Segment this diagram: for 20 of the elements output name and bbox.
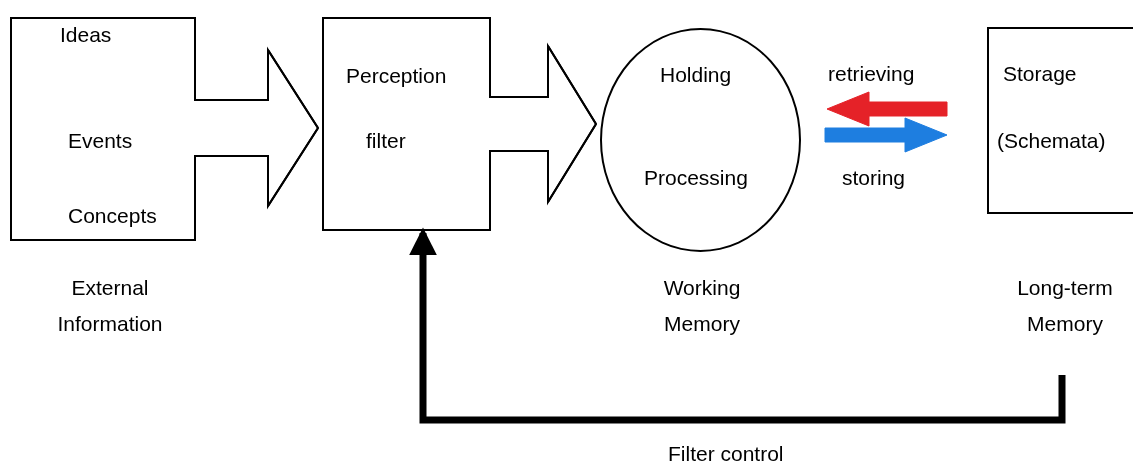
block-arrow <box>488 42 597 206</box>
process-box <box>10 17 196 241</box>
node-caption: External Information <box>56 275 164 337</box>
feedback-arrow <box>409 227 1066 424</box>
process-box <box>987 27 1133 214</box>
node-text: filter <box>366 129 406 153</box>
process-box <box>322 17 491 231</box>
node-caption: Working Memory <box>662 275 742 337</box>
block-arrow <box>193 46 319 210</box>
node-text: Concepts <box>68 204 157 228</box>
block-arrow <box>824 117 948 153</box>
node-text: Perception <box>346 64 447 88</box>
node-text: Processing <box>644 166 748 190</box>
node-text: Events <box>68 129 133 153</box>
node-text: (Schemata) <box>997 129 1106 153</box>
node-caption: Long-term Memory <box>1016 275 1114 337</box>
node-text: Ideas <box>60 23 112 47</box>
node-text: Storage <box>1003 62 1077 86</box>
block-arrow <box>826 91 948 127</box>
node-text: Holding <box>660 63 732 87</box>
